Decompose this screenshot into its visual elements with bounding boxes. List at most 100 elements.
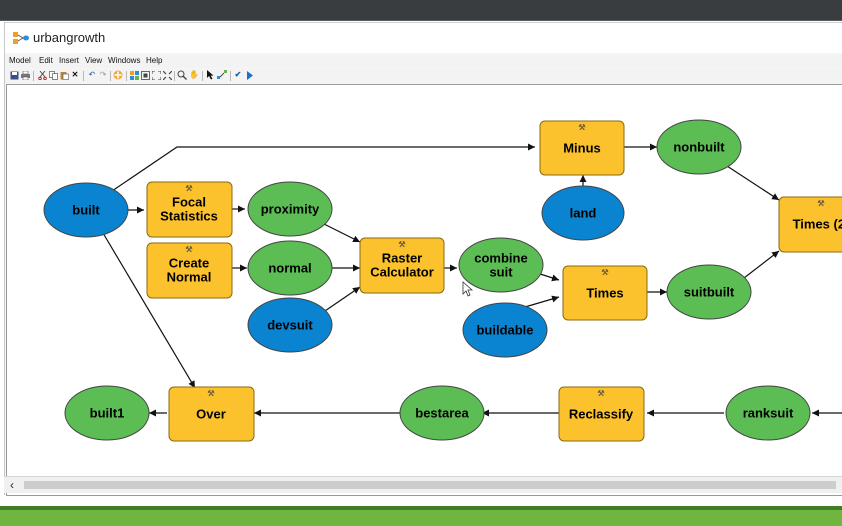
menu-insert[interactable]: Insert bbox=[59, 56, 80, 65]
toolbar-separator bbox=[83, 71, 84, 81]
hammer-icon: ⚒ bbox=[578, 123, 585, 132]
menu-edit[interactable]: Edit bbox=[39, 56, 53, 65]
select-icon[interactable] bbox=[205, 70, 215, 80]
node-label: Times bbox=[586, 286, 623, 301]
hammer-icon: ⚒ bbox=[398, 240, 405, 249]
toolbar-separator bbox=[202, 71, 203, 81]
node-land[interactable]: land bbox=[541, 185, 625, 241]
delete-icon[interactable]: ✕ bbox=[71, 70, 79, 79]
connector bbox=[111, 143, 535, 192]
node-nonbuilt[interactable]: nonbuilt bbox=[656, 119, 742, 175]
node-label: buildable bbox=[476, 323, 533, 338]
model-icon bbox=[13, 32, 29, 44]
accent-band bbox=[0, 506, 842, 526]
save-icon[interactable] bbox=[9, 70, 19, 80]
print-icon[interactable] bbox=[20, 70, 30, 80]
add-data-icon[interactable] bbox=[113, 70, 123, 80]
nodes: built devsuit land buildable proximity n… bbox=[43, 119, 842, 442]
hammer-icon: ⚒ bbox=[185, 184, 192, 193]
cut-icon[interactable] bbox=[37, 70, 47, 80]
toolbar-separator bbox=[33, 71, 34, 81]
menu-bar: Model Edit Insert View Windows Help bbox=[5, 54, 842, 68]
node-label: nonbuilt bbox=[673, 140, 725, 155]
node-label: proximity bbox=[261, 202, 320, 217]
menu-help[interactable]: Help bbox=[146, 56, 163, 65]
menu-view[interactable]: View bbox=[85, 56, 103, 65]
horizontal-scrollbar[interactable]: ‹ bbox=[4, 476, 842, 493]
node-label: Times (2) bbox=[793, 217, 842, 232]
zoom-extent-icon[interactable] bbox=[162, 70, 172, 80]
zoom-icon[interactable] bbox=[177, 70, 187, 80]
tool-minus[interactable]: ⚒ Minus bbox=[539, 120, 625, 176]
node-label: Over bbox=[196, 407, 226, 422]
run-icon[interactable] bbox=[245, 70, 255, 80]
desktop-top-bar bbox=[0, 0, 842, 21]
toolbar: ✕ ↶ ↷ ✋ ✔ bbox=[5, 69, 842, 83]
node-built1[interactable]: built1 bbox=[64, 385, 150, 441]
scroll-left-icon[interactable]: ‹ bbox=[10, 478, 14, 492]
node-buildable[interactable]: buildable bbox=[462, 302, 548, 358]
node-label: ranksuit bbox=[743, 406, 794, 421]
connector bbox=[743, 250, 780, 279]
hammer-icon: ⚒ bbox=[207, 389, 214, 398]
menu-model[interactable]: Model bbox=[9, 56, 31, 65]
tool-times-2[interactable]: ⚒ Times (2) bbox=[778, 196, 842, 253]
connector bbox=[321, 222, 361, 243]
node-label: Minus bbox=[563, 141, 601, 156]
copy-icon[interactable] bbox=[48, 70, 58, 80]
tool-over[interactable]: ⚒ Over bbox=[168, 386, 255, 442]
model-diagram: built devsuit land buildable proximity n… bbox=[43, 119, 842, 442]
node-bestarea[interactable]: bestarea bbox=[399, 385, 485, 441]
pan-icon[interactable]: ✋ bbox=[189, 70, 199, 79]
node-devsuit[interactable]: devsuit bbox=[247, 297, 333, 353]
node-suitbuilt[interactable]: suitbuilt bbox=[666, 264, 752, 320]
validate-icon[interactable]: ✔ bbox=[234, 70, 242, 79]
menu-windows[interactable]: Windows bbox=[108, 56, 141, 65]
hammer-icon: ⚒ bbox=[185, 245, 192, 254]
auto-layout-icon[interactable] bbox=[129, 70, 139, 80]
modelbuilder-window: urbangrowth Model Edit Insert View Windo… bbox=[4, 22, 842, 496]
connect-icon[interactable] bbox=[217, 70, 227, 80]
connector bbox=[102, 232, 196, 389]
hammer-icon: ⚒ bbox=[601, 268, 608, 277]
connectors bbox=[102, 143, 842, 417]
node-proximity[interactable]: proximity bbox=[247, 181, 333, 237]
connector bbox=[726, 165, 780, 201]
mouse-cursor bbox=[462, 281, 474, 297]
node-label: devsuit bbox=[267, 318, 313, 333]
hammer-icon: ⚒ bbox=[817, 199, 824, 208]
node-ranksuit[interactable]: ranksuit bbox=[725, 385, 811, 441]
node-normal[interactable]: normal bbox=[247, 240, 333, 296]
fit-to-window-icon[interactable] bbox=[151, 70, 161, 80]
node-label: built bbox=[72, 203, 100, 218]
node-label: normal bbox=[268, 261, 311, 276]
node-label: built1 bbox=[90, 406, 125, 421]
hammer-icon: ⚒ bbox=[597, 389, 604, 398]
node-built[interactable]: built bbox=[43, 182, 129, 238]
scrollbar-thumb[interactable] bbox=[24, 481, 836, 489]
undo-icon[interactable]: ↶ bbox=[88, 70, 96, 79]
tool-reclassify[interactable]: ⚒Reclassify bbox=[558, 386, 645, 442]
toolbar-separator bbox=[174, 71, 175, 81]
toolbar-separator bbox=[110, 71, 111, 81]
paste-icon[interactable] bbox=[59, 70, 69, 80]
connector bbox=[524, 295, 560, 308]
node-label: land bbox=[570, 206, 597, 221]
toolbar-separator bbox=[126, 71, 127, 81]
connector bbox=[321, 286, 361, 314]
full-extent-icon[interactable] bbox=[140, 70, 150, 80]
window-title: urbangrowth bbox=[33, 30, 106, 45]
model-canvas[interactable]: built devsuit land buildable proximity n… bbox=[6, 84, 842, 496]
tool-times[interactable]: ⚒ Times bbox=[562, 265, 648, 321]
redo-icon[interactable]: ↷ bbox=[99, 70, 107, 79]
toolbar-separator bbox=[230, 71, 231, 81]
node-label: suitbuilt bbox=[684, 285, 735, 300]
